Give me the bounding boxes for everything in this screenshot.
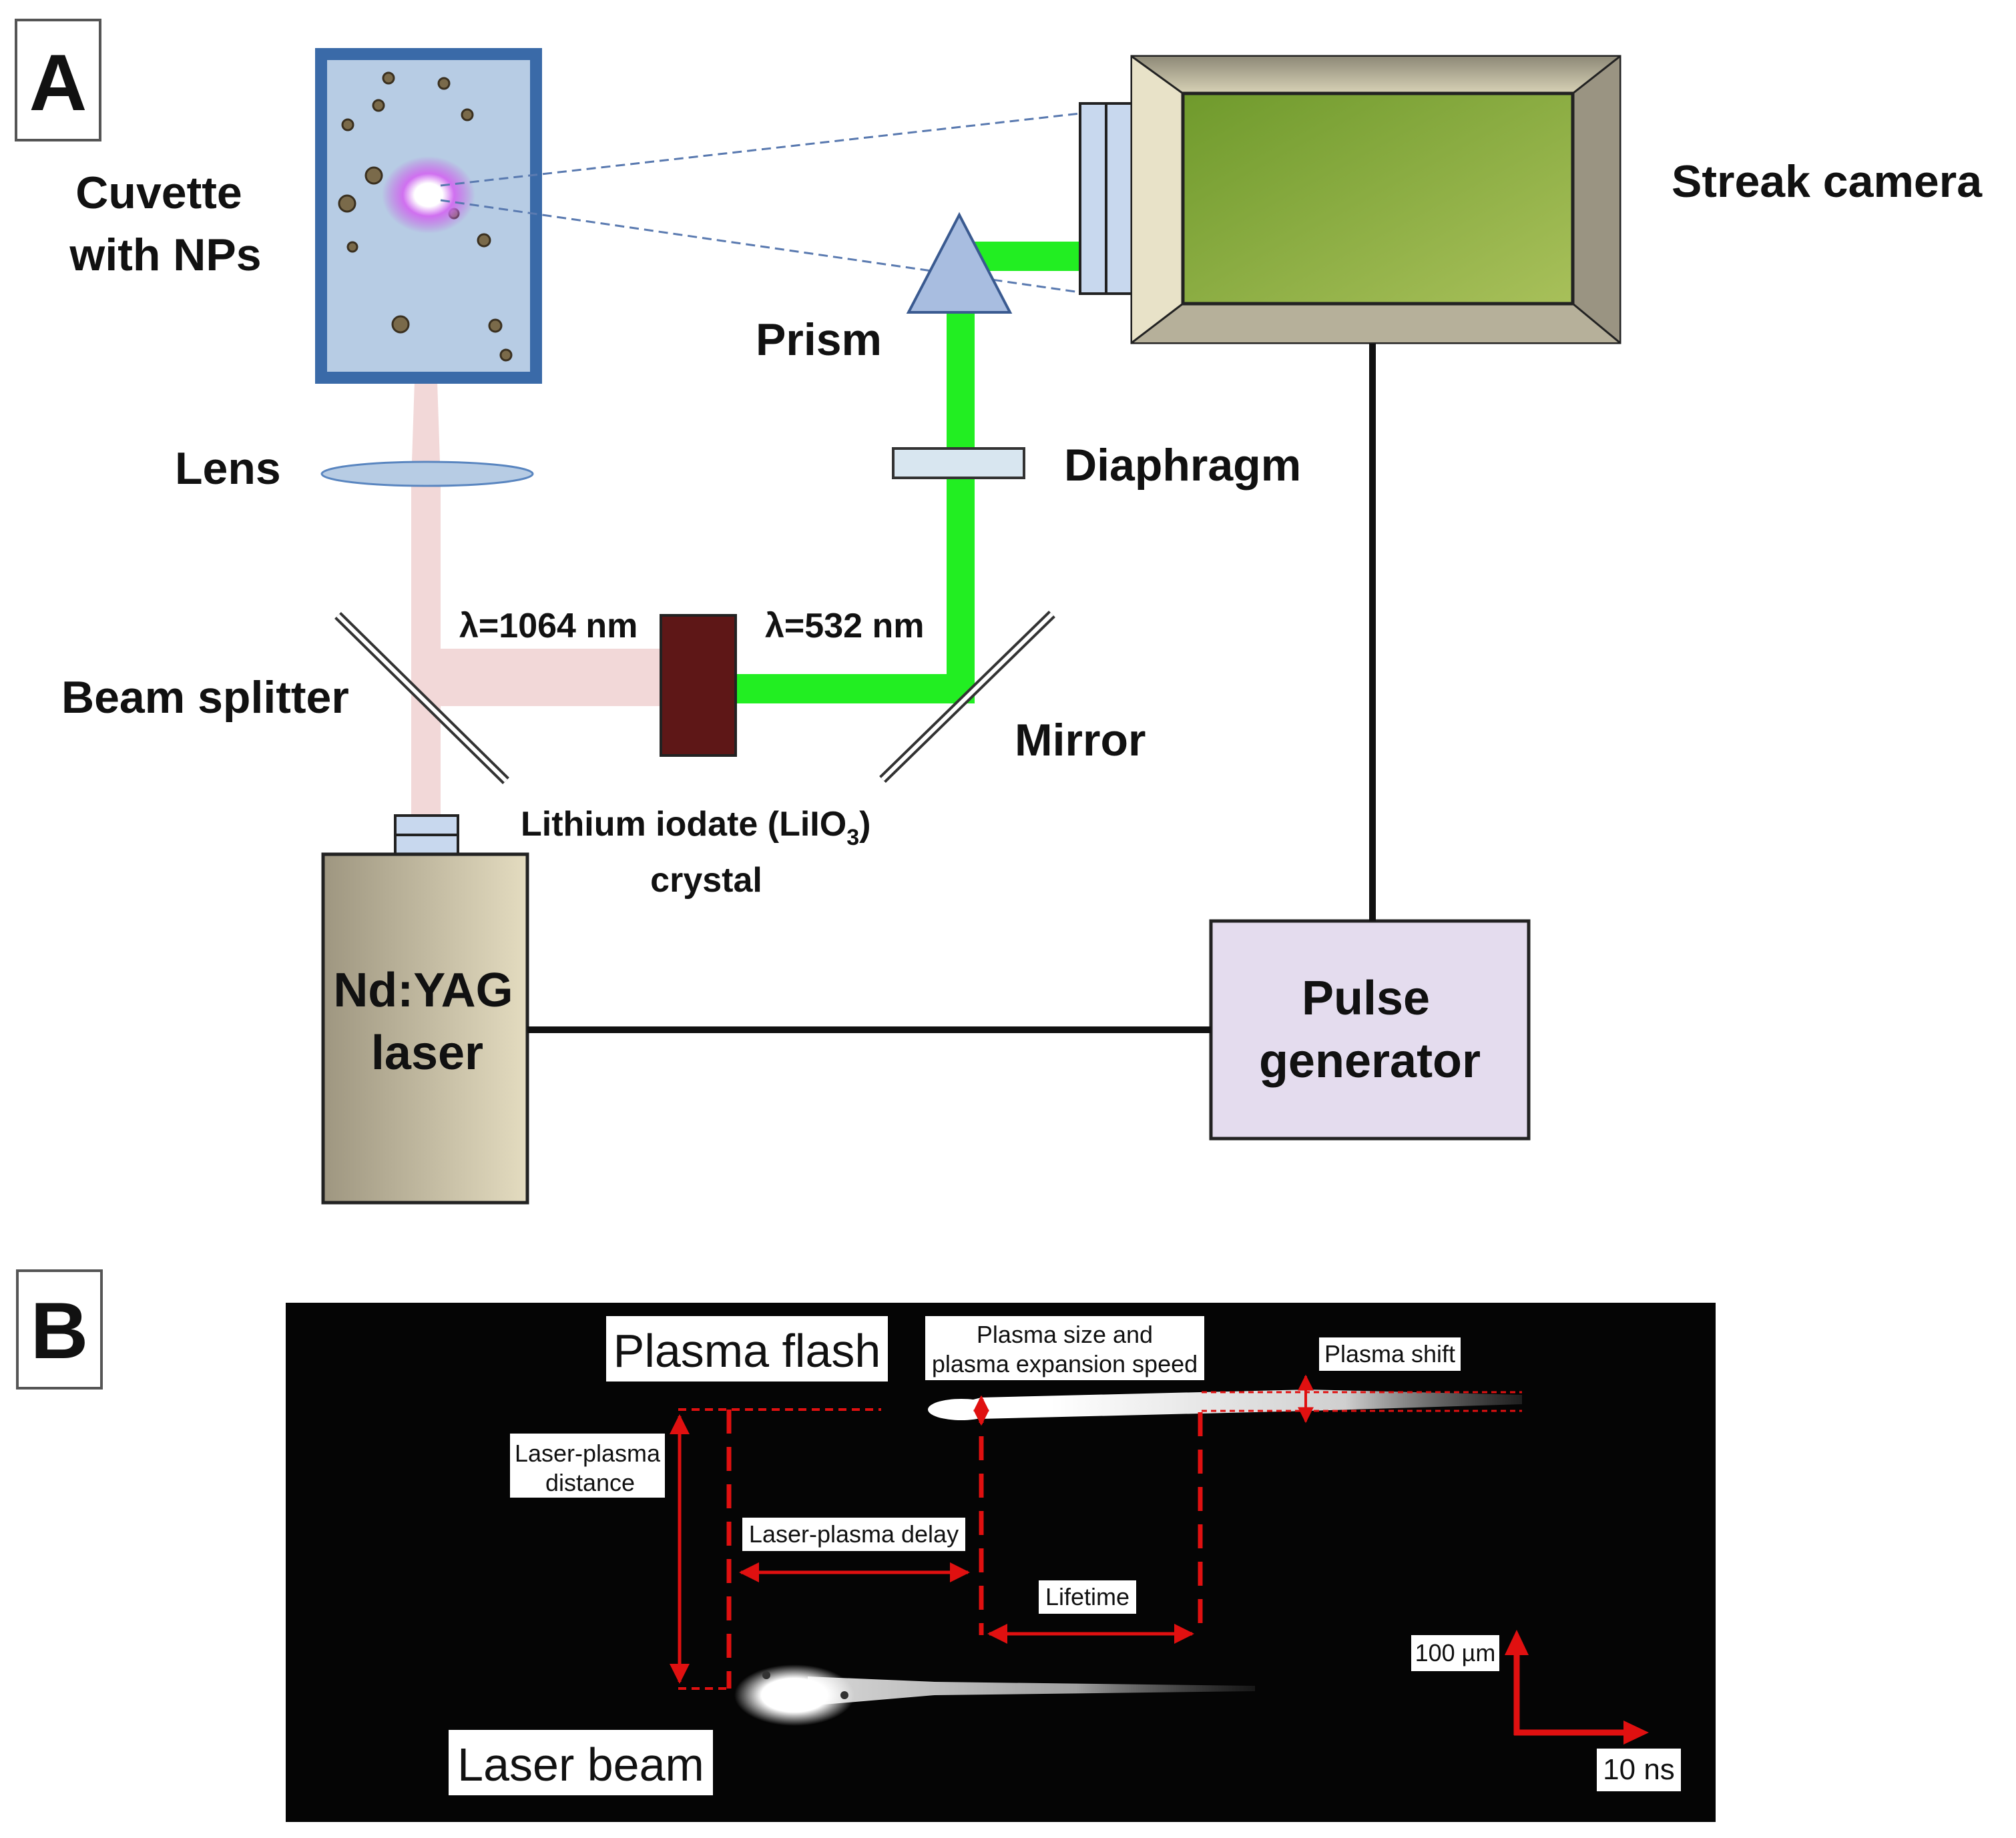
prism <box>906 212 1013 314</box>
pulse-generator <box>1209 919 1531 1141</box>
plasma-flash-box <box>606 1316 888 1382</box>
label-laser-beam: Laser beam <box>457 1739 704 1791</box>
label-mirror: Mirror <box>1015 715 1146 765</box>
label-plasma-shift: Plasma shift <box>1324 1340 1455 1367</box>
label-lp-delay: Laser-plasma delay <box>749 1520 959 1548</box>
scale-arrow-right <box>1623 1721 1649 1745</box>
laser-streak <box>808 1676 1255 1706</box>
laser-plasma-distance-box <box>510 1434 665 1498</box>
panel-a-letter-box <box>15 19 101 141</box>
camera-screen <box>1181 91 1575 306</box>
label-lp-distance-line2: distance <box>545 1469 635 1496</box>
diaphragm <box>892 447 1025 479</box>
plasma-streak <box>933 1390 1522 1419</box>
cuvette <box>315 48 542 384</box>
lifetime-box <box>1039 1580 1136 1614</box>
label-cuvette-line2: with NPs <box>69 230 261 280</box>
label-beam-splitter: Beam splitter <box>61 672 349 723</box>
cables <box>527 344 1376 1033</box>
lens <box>320 461 534 487</box>
panel-a: A <box>15 19 1983 1205</box>
label-cuvette-line1: Cuvette <box>75 168 242 218</box>
label-pulse-line1: Pulse <box>1302 972 1430 1025</box>
lilo3-crystal <box>660 614 737 757</box>
streak-camera <box>1079 55 1621 344</box>
scale-space-box <box>1411 1635 1499 1671</box>
label-scale-space: 100 µm <box>1415 1639 1496 1666</box>
imaging-lines <box>440 112 1081 294</box>
label-lens: Lens <box>175 443 281 494</box>
label-prism: Prism <box>756 314 882 365</box>
scale-time-box <box>1597 1749 1681 1791</box>
label-crystal-line1: Lithium iodate (LiIO3) <box>521 805 870 850</box>
label-wavelength-green: λ=532 nm <box>765 607 925 645</box>
scale-arrow-up <box>1505 1630 1529 1655</box>
label-crystal-line2: crystal <box>650 861 762 900</box>
label-lifetime: Lifetime <box>1045 1583 1129 1610</box>
label-laser-line2: laser <box>371 1026 483 1080</box>
label-pulse-line2: generator <box>1259 1034 1481 1088</box>
label-streak-camera: Streak camera <box>1672 156 1983 207</box>
panel-b-letter-box <box>16 1269 103 1390</box>
plasma-glow <box>382 156 475 234</box>
label-scale-time: 10 ns <box>1603 1753 1675 1786</box>
panel-b-letter: B <box>31 1286 89 1375</box>
label-plasma-size-line2: plasma expansion speed <box>932 1350 1198 1377</box>
laser-plasma-delay-box <box>742 1518 965 1551</box>
nanoparticles <box>338 71 513 362</box>
panel-a-letter: A <box>29 38 87 127</box>
label-plasma-flash: Plasma flash <box>613 1325 881 1377</box>
green-beam <box>734 242 1079 703</box>
plasma-shift-box <box>1319 1337 1461 1371</box>
label-laser-line1: Nd:YAG <box>333 964 513 1017</box>
laser-spot <box>734 1664 854 1726</box>
panel-b: B <box>16 1269 1716 1822</box>
label-wavelength-ir: λ=1064 nm <box>459 607 638 645</box>
ndyag-laser <box>321 814 529 1205</box>
plasma-size-box <box>925 1316 1204 1380</box>
label-plasma-size-line1: Plasma size and <box>977 1321 1153 1348</box>
annotations <box>670 1374 1522 1690</box>
label-diaphragm: Diaphragm <box>1064 440 1301 491</box>
laser-beam-box <box>449 1730 713 1795</box>
label-lp-distance-line1: Laser-plasma <box>515 1440 661 1467</box>
